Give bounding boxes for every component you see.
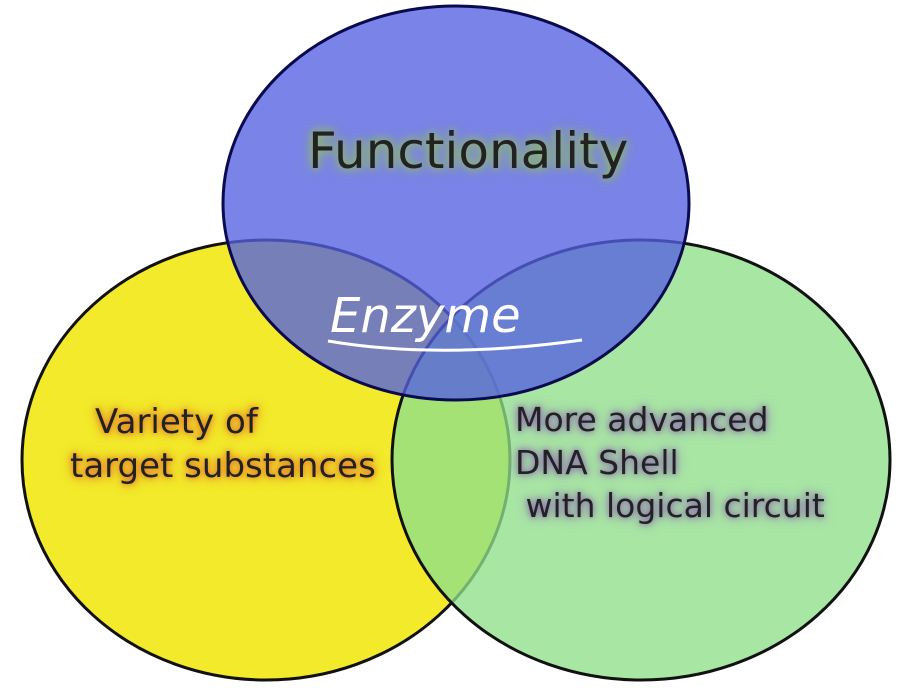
dna-shell-label: More advanced DNA Shell with logical cir… [515, 398, 825, 527]
enzyme-label: Enzyme [330, 288, 521, 344]
functionality-label: Functionality [308, 122, 629, 180]
enzyme-underline [327, 338, 583, 352]
dna-line-2: DNA Shell [515, 443, 679, 482]
variety-line-2: target substances [70, 446, 376, 486]
variety-label: Variety of target substances [70, 400, 376, 488]
variety-line-1: Variety of [95, 402, 258, 442]
dna-line-1: More advanced [515, 400, 769, 439]
blue-circle [221, 4, 691, 402]
dna-line-3: with logical circuit [515, 486, 825, 525]
